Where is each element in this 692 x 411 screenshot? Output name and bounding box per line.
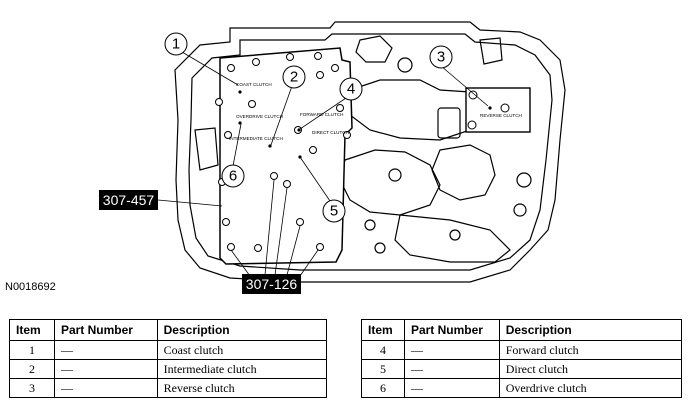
svg-text:307-126: 307-126: [246, 276, 298, 292]
column-header-part-number: Part Number: [403, 319, 500, 341]
parts-table-right: Item Part Number Description 4 — Forward…: [361, 319, 683, 398]
column-header-description: Description: [156, 319, 328, 341]
transmission-valve-body-diagram: COAST CLUTCH INTERMEDIATE CLUTCH OVERDRI…: [99, 21, 566, 294]
table-row: 4 — Forward clutch: [361, 340, 683, 360]
tool-label-307-126: 307-126: [242, 274, 301, 294]
callout-5: 5: [322, 199, 346, 223]
table-header-row: Item Part Number Description: [361, 319, 683, 341]
item-cell: 2: [9, 359, 55, 379]
svg-text:2: 2: [290, 69, 298, 86]
parts-table-left: Item Part Number Description 1 — Coast c…: [9, 319, 328, 398]
callout-4: 4: [339, 77, 363, 101]
callout-1: 1: [164, 32, 188, 56]
plate-label: OVERDRIVE CLUTCH: [236, 114, 283, 119]
part-number-cell: —: [403, 340, 500, 360]
part-number-cell: —: [53, 340, 158, 360]
item-cell: 4: [361, 340, 405, 360]
svg-text:3: 3: [437, 49, 445, 66]
plate-label: COAST CLUTCH: [236, 82, 272, 87]
item-cell: 6: [361, 378, 405, 398]
svg-text:307-457: 307-457: [103, 192, 155, 208]
leader-lines: [157, 51, 489, 277]
plate-label: INTERMEDIATE CLUTCH: [229, 136, 283, 141]
description-cell: Direct clutch: [498, 359, 683, 379]
transmission-case: [174, 21, 566, 283]
description-cell: Reverse clutch: [156, 378, 328, 398]
callout-2: 2: [282, 65, 306, 89]
plate-label: DIRECT CLUTCH: [312, 130, 349, 135]
callout-6: 6: [221, 164, 245, 188]
plate-bolts: [215, 52, 510, 252]
table-row: 5 — Direct clutch: [361, 359, 683, 379]
part-number-cell: —: [53, 359, 158, 379]
description-cell: Overdrive clutch: [498, 378, 683, 398]
svg-text:6: 6: [229, 168, 237, 185]
callout-3: 3: [429, 45, 453, 69]
description-cell: Intermediate clutch: [156, 359, 328, 379]
item-cell: 3: [9, 378, 55, 398]
item-cell: 5: [361, 359, 405, 379]
plate-label: REVERSE CLUTCH: [480, 113, 522, 118]
plate-fluid-holes: [238, 90, 492, 159]
item-cell: 1: [9, 340, 55, 360]
description-cell: Coast clutch: [156, 340, 328, 360]
svg-text:5: 5: [330, 203, 338, 220]
table-row: 2 — Intermediate clutch: [9, 359, 328, 379]
part-number-cell: —: [53, 378, 158, 398]
table-header-row: Item Part Number Description: [9, 319, 328, 341]
figure-code: N0018692: [5, 281, 56, 293]
table-row: 1 — Coast clutch: [9, 340, 328, 360]
table-row: 6 — Overdrive clutch: [361, 378, 683, 398]
part-number-cell: —: [403, 359, 500, 379]
column-header-description: Description: [498, 319, 683, 341]
table-row: 3 — Reverse clutch: [9, 378, 328, 398]
column-header-part-number: Part Number: [53, 319, 158, 341]
column-header-item: Item: [9, 319, 55, 341]
part-number-cell: —: [403, 378, 500, 398]
column-header-item: Item: [361, 319, 405, 341]
separator-plate: [219, 47, 531, 265]
svg-text:1: 1: [172, 36, 180, 53]
description-cell: Forward clutch: [498, 340, 683, 360]
tool-label-307-457: 307-457: [99, 190, 158, 210]
svg-text:4: 4: [347, 81, 355, 98]
